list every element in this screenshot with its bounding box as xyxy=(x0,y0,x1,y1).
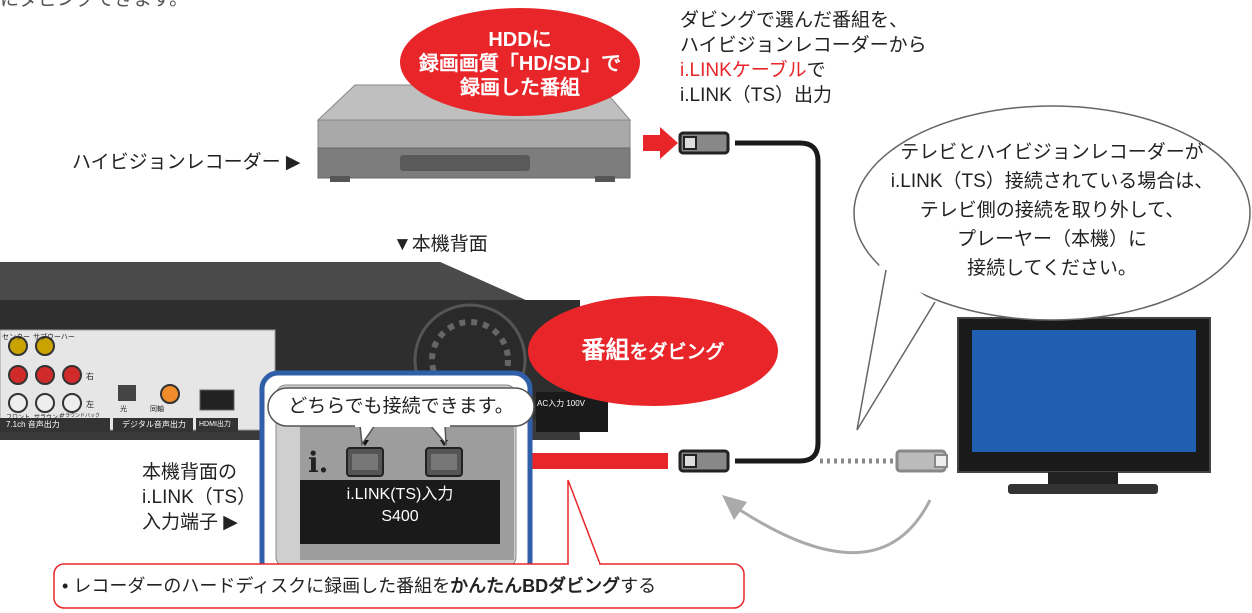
source-bubble-line3: 録画した番組 xyxy=(460,77,580,99)
speech-text: テレビとハイビジョンレコーダーが i.LINK（TS）接続されている場合は、 テ… xyxy=(860,138,1244,283)
label-digital-out: デジタル音声出力 xyxy=(122,420,186,429)
speech-line4: プレーヤー（本機）に xyxy=(956,229,1147,250)
bottom-note: • レコーダーのハードディスクに録画した番組をかんたんBDダビングする xyxy=(62,574,656,598)
panel-label-line2: S400 xyxy=(381,508,419,525)
tv-device xyxy=(957,317,1211,494)
bottom-note-box xyxy=(53,479,745,609)
dubbing-bubble: 番組をダビング xyxy=(528,296,778,406)
speech-bubble xyxy=(853,105,1251,431)
cable-note-line1: ダビングで選んだ番組を、 xyxy=(680,10,909,31)
label-coaxial: 同軸 xyxy=(150,406,164,413)
bottom-suffix: する xyxy=(620,576,657,596)
label-right: 右 xyxy=(86,372,94,381)
label-front: フロント xyxy=(6,415,31,421)
arrow-to-cable xyxy=(643,127,678,159)
label-hdmi-out: HDMI出力 xyxy=(199,421,231,428)
connector-bottom xyxy=(678,449,730,473)
cable-note-line3: i.LINKケーブルで xyxy=(680,58,927,83)
speech-line1: テレビとハイビジョンレコーダーが xyxy=(900,142,1204,163)
label-ac-in: AC入力 100V xyxy=(537,399,586,408)
speech-line2: i.LINK（TS）接続されている場合は、 xyxy=(890,171,1214,192)
speech-line3: テレビ側の接続を取り外して、 xyxy=(919,200,1185,221)
cable-note-tail: で xyxy=(806,60,826,81)
label-surround: サラウンド xyxy=(34,415,65,421)
cable-note: ダビングで選んだ番組を、 ハイビジョンレコーダーから i.LINKケーブルで i… xyxy=(680,8,927,108)
source-bubble-line1: HDDに xyxy=(488,29,552,51)
recorder-label: ハイビジョンレコーダー ▶ xyxy=(72,152,301,173)
rear-terminal-line3: 入力端子 ▶ xyxy=(142,512,238,533)
rear-terminal-label: 本機背面の i.LINK（TS） 入力端子 ▶ xyxy=(142,460,256,535)
callout-pill xyxy=(267,387,535,447)
panel-label-line1: i.LINK(TS)入力 xyxy=(346,486,454,503)
rear-label: ▼本機背面 xyxy=(393,234,488,255)
callout-text: どちらでも接続できます。 xyxy=(288,396,514,417)
dubbing-bold: 番組 xyxy=(581,337,630,364)
connector-tv xyxy=(895,449,948,473)
bottom-bold: かんたんBDダビング xyxy=(450,576,621,596)
cable-note-line2: ハイビジョンレコーダーから xyxy=(680,35,927,56)
label-surround-back: サラウンドバック xyxy=(60,413,101,419)
connector-top xyxy=(678,131,730,155)
rear-terminal-line2: i.LINK（TS） xyxy=(142,487,257,508)
bottom-bullet: • xyxy=(62,576,69,596)
ilink-logo: i. xyxy=(308,446,329,479)
dubbing-rest: をダビング xyxy=(629,342,725,363)
cable-note-line4: i.LINK（TS）出力 xyxy=(680,85,833,106)
rear-terminal-line1: 本機背面の xyxy=(142,462,238,483)
label-subwoofer: サブウーハー xyxy=(33,334,75,341)
label-left: 左 xyxy=(86,400,94,409)
label-optical: 光 xyxy=(120,406,127,413)
source-bubble-line2: 録画画質「HD/SD」で xyxy=(418,53,622,75)
cable-note-red: i.LINKケーブル xyxy=(680,60,807,81)
label-analog-out: 7.1ch 音声出力 xyxy=(6,420,60,429)
intro-fragment: にダビングできます。 xyxy=(0,0,188,12)
source-bubble: HDDに 録画画質「HD/SD」で 録画した番組 xyxy=(400,8,640,116)
label-center: センター xyxy=(2,334,30,341)
speech-line5: 接続してください。 xyxy=(967,258,1137,279)
return-arrow xyxy=(739,499,932,554)
arrow-to-panel xyxy=(478,443,668,479)
panel-label: i.LINK(TS)入力 S400 xyxy=(300,484,500,528)
bottom-prefix: レコーダーのハードディスクに録画した番組を xyxy=(73,576,451,596)
ilink-cable xyxy=(735,140,821,464)
